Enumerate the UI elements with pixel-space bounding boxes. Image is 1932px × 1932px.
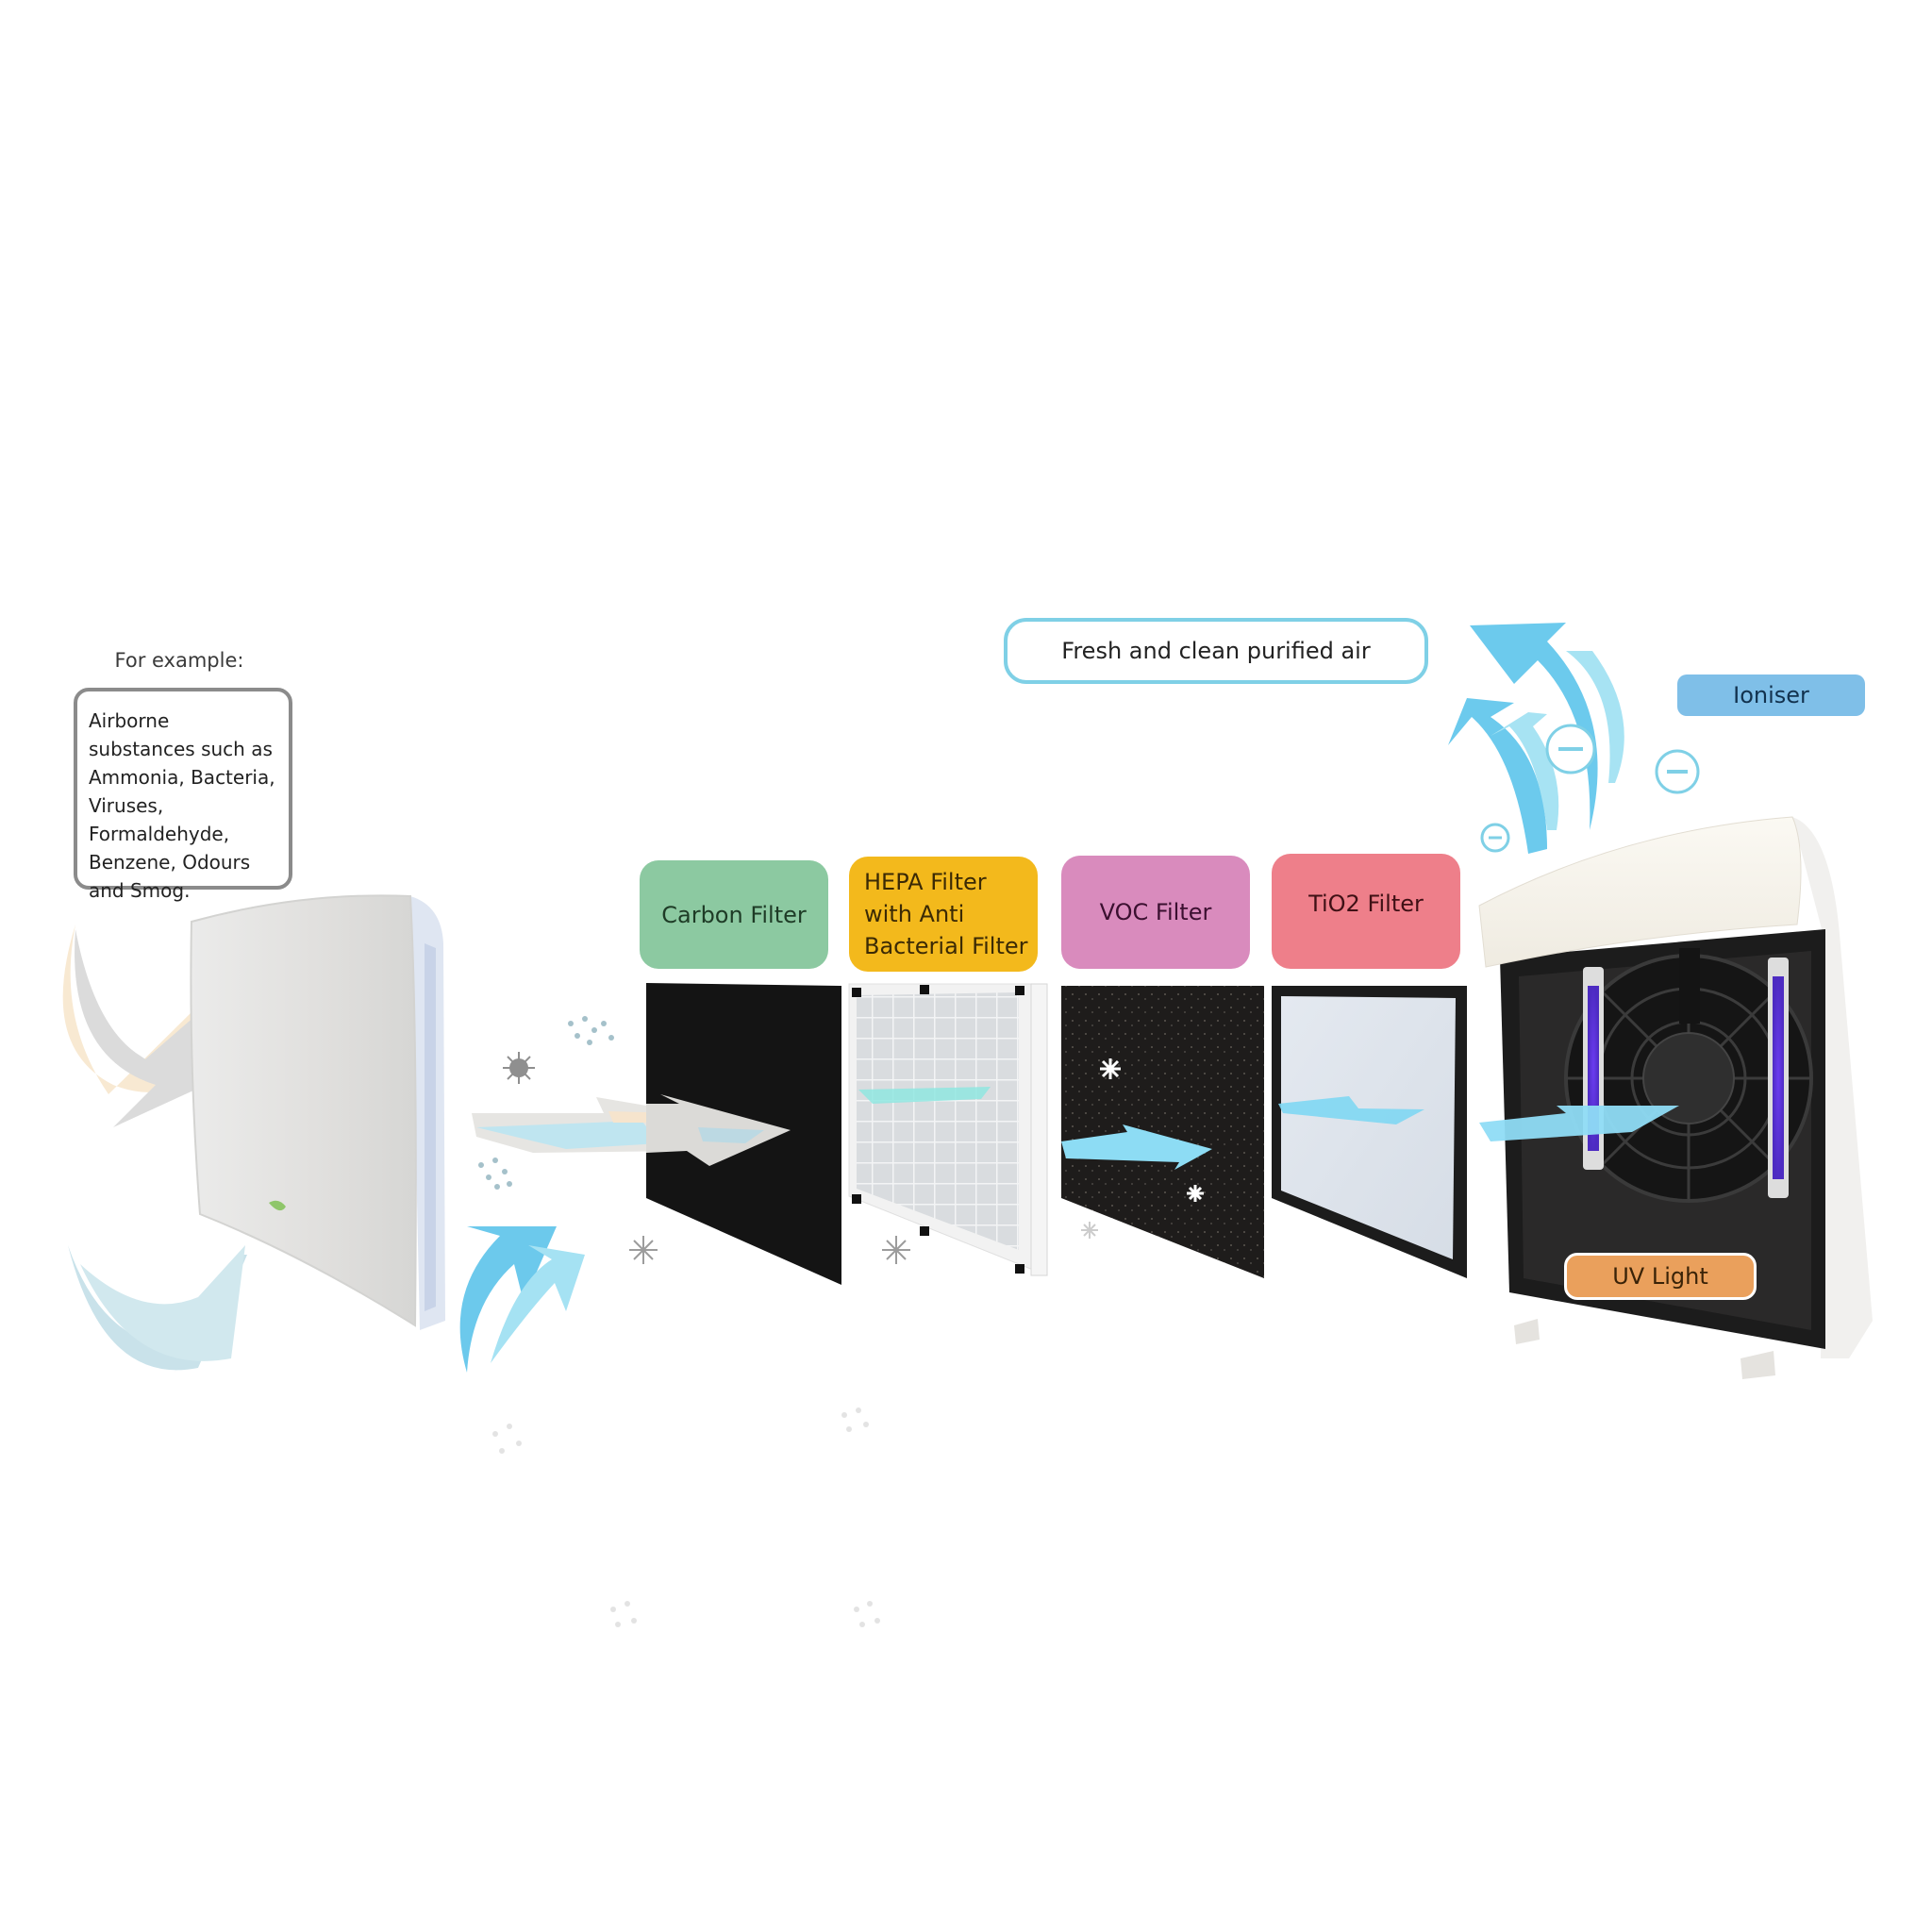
label-ioniser: Ioniser	[1677, 675, 1865, 716]
fresh-air-label: Fresh and clean purified air	[1004, 618, 1428, 684]
intro-description-box: Airborne substances such as Ammonia, Bac…	[74, 688, 292, 902]
particle-icon	[1187, 1185, 1204, 1202]
label-uv-light: UV Light	[1564, 1253, 1757, 1300]
particle-icon	[882, 1236, 910, 1264]
particle-cluster-icon	[492, 1407, 880, 1627]
particle-icon	[629, 1236, 658, 1264]
particle-cluster-icon	[478, 1158, 512, 1190]
foot	[1514, 1319, 1540, 1344]
label-voc-filter: VOC Filter	[1061, 856, 1250, 969]
particle-cluster-icon	[568, 1016, 614, 1045]
label-tio2-filter: TiO2 Filter	[1272, 854, 1460, 969]
purifier-closed-unit	[190, 894, 445, 1330]
label-carbon-filter: Carbon Filter	[640, 860, 828, 969]
intro-heading: For example:	[114, 649, 244, 672]
incoming-air-arrow-bottom	[68, 1245, 247, 1373]
label-hepa-filter: HEPA Filter with Anti Bacterial Filter	[849, 857, 1038, 972]
clean-air-arrows	[1448, 623, 1624, 854]
hepa-filter-panel	[848, 983, 1048, 1276]
particle-icons	[478, 1016, 1098, 1627]
particle-icon	[1100, 1058, 1121, 1079]
brand-logo-icon	[269, 1200, 286, 1211]
foot	[1740, 1351, 1775, 1379]
negative-ion-icon	[1480, 823, 1510, 853]
particle-icon	[1081, 1222, 1098, 1239]
incoming-air-arrow-top	[62, 924, 207, 1127]
tio2-filter-panel	[1272, 986, 1467, 1278]
purifier-open-unit	[1478, 816, 1873, 1379]
negative-ion-icons	[1480, 724, 1700, 853]
exhaust-arrow-closed-unit	[459, 1226, 585, 1373]
negative-ion-icon	[1545, 724, 1596, 774]
negative-ion-icon	[1655, 749, 1700, 794]
voc-filter-panel	[1061, 986, 1264, 1278]
particle-icon	[503, 1052, 535, 1084]
